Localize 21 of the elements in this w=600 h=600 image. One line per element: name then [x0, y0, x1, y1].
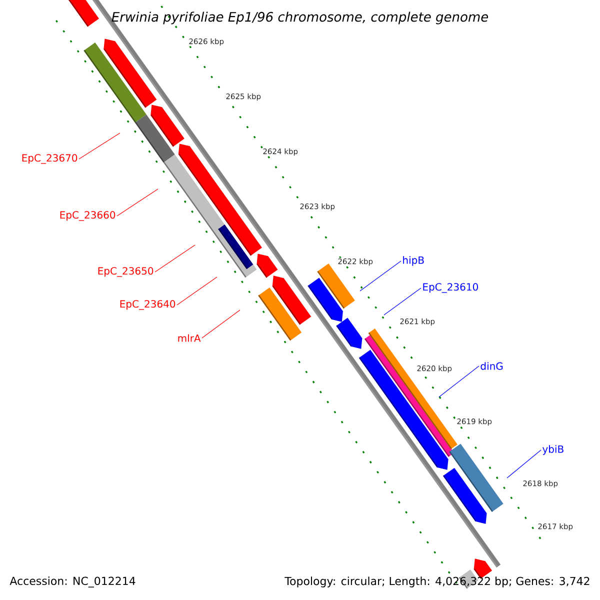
accession-text: Accession: NC_012214 — [10, 576, 136, 588]
gene-label: ybiB — [542, 445, 564, 455]
leader-line — [176, 276, 218, 306]
gene-label: EpC_23610 — [423, 283, 478, 293]
summary-text: Topology: circular; Length: 4,026,322 bp; Genes: 3,742 — [284, 576, 590, 588]
leader-line — [506, 450, 542, 478]
leader-line — [384, 288, 422, 316]
leader-line — [202, 310, 240, 338]
gene-label: EpC_23650 — [98, 267, 154, 277]
leader-line — [154, 244, 196, 272]
gene-label: EpC_23640 — [120, 300, 176, 310]
gene-label: mlrA — [178, 334, 201, 342]
leader-line — [78, 132, 120, 160]
leader-line — [438, 366, 480, 398]
gene-label: dinG — [480, 362, 503, 370]
title: Erwinia pyrifoliae Ep1/96 chromosome, complete genome — [112, 12, 488, 24]
gene-label: EpC_23670 — [22, 154, 78, 164]
leader-line — [116, 188, 158, 216]
leader-line — [360, 260, 402, 292]
gene-label: hipB — [403, 256, 424, 266]
gene-label: EpC_23660 — [60, 211, 116, 221]
